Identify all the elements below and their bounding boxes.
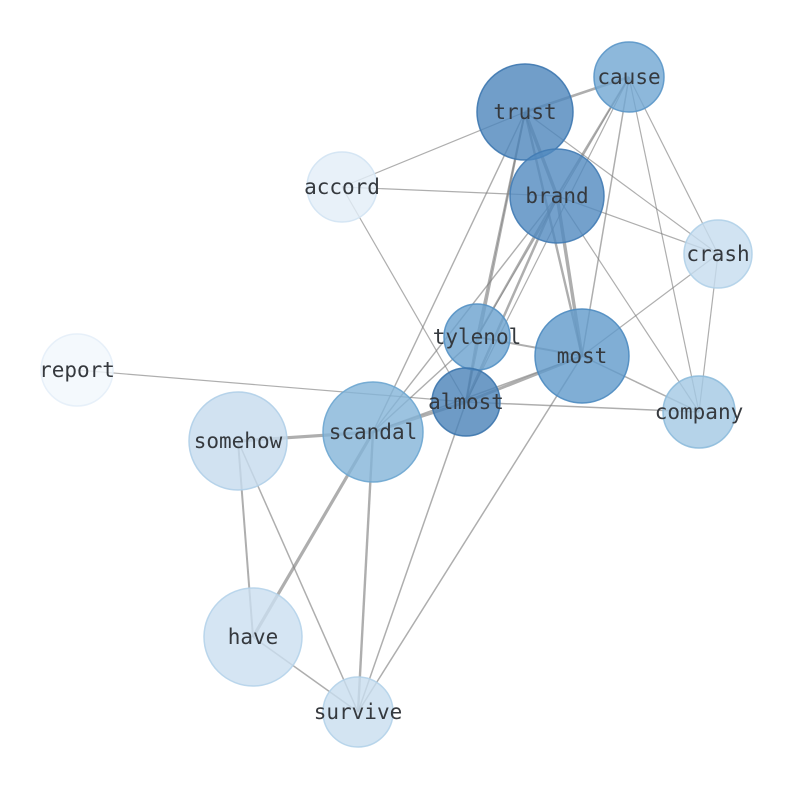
edge-trust-scandal (372, 111, 526, 433)
labels-layer: trust cause accord brand crash tylenol most rep… (39, 65, 750, 724)
node-label-company: company (655, 400, 744, 424)
node-label-have: have (228, 625, 279, 649)
node-label-most: most (557, 344, 608, 368)
node-label-scandal: scandal (329, 420, 418, 444)
node-circle-almost (431, 367, 501, 437)
node-label-crash: crash (686, 242, 749, 266)
node-label-report: report (39, 358, 115, 382)
node-label-somehow: somehow (194, 429, 283, 453)
node-label-tylenol: tylenol (433, 325, 522, 349)
node-circle-crash (683, 219, 753, 289)
node-circle-accord (306, 151, 378, 223)
edge-accord-almost (341, 186, 467, 403)
edge-almost-survive (357, 401, 467, 713)
node-label-brand: brand (525, 184, 588, 208)
edge-most-survive (357, 355, 583, 713)
node-circle-somehow (188, 391, 288, 491)
node-circle-scandal (322, 381, 424, 483)
node-circle-cause (593, 41, 665, 113)
node-circle-most (534, 308, 630, 404)
node-circle-have (203, 587, 303, 687)
node-circle-brand (509, 148, 605, 244)
node-label-cause: cause (597, 65, 660, 89)
node-circle-company (662, 375, 736, 449)
node-circle-report (40, 333, 114, 407)
node-label-almost: almost (428, 390, 504, 414)
node-label-trust: trust (493, 100, 556, 124)
nodes-layer (40, 41, 753, 748)
edge-almost-company (465, 401, 700, 413)
node-circle-survive (322, 676, 394, 748)
node-label-accord: accord (304, 175, 380, 199)
node-circle-trust (476, 63, 574, 161)
node-label-survive: survive (314, 700, 403, 724)
edge-cause-company (628, 76, 700, 413)
